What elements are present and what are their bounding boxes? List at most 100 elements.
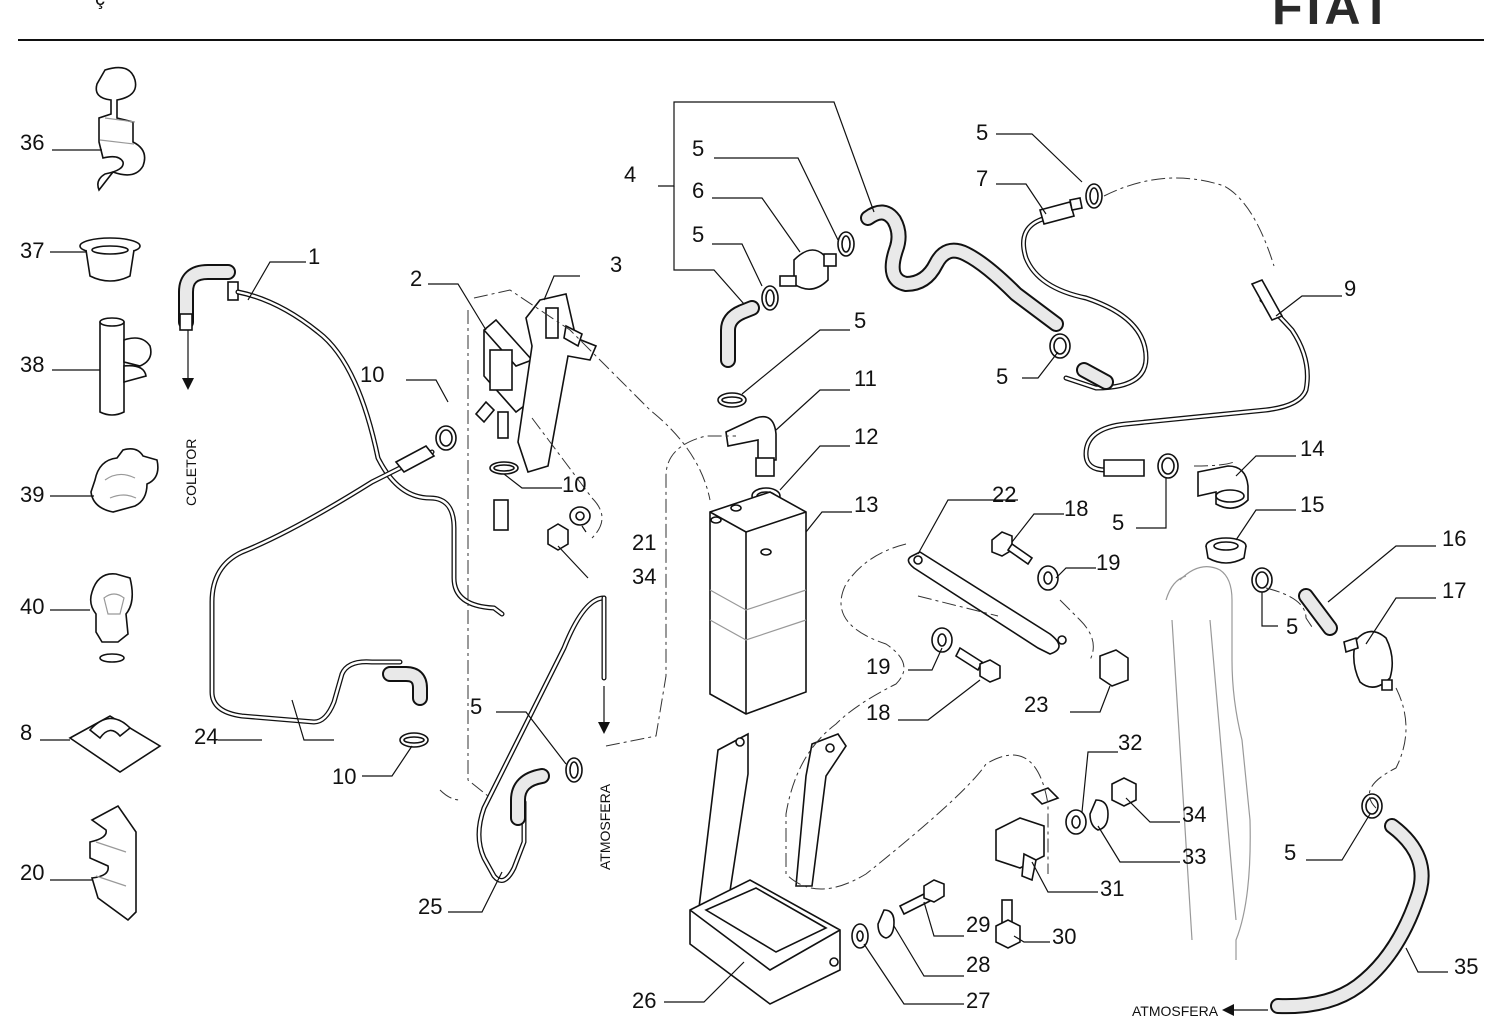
callout-38: 38 <box>20 352 44 377</box>
part-21-washer <box>569 506 591 526</box>
callout-6: 6 <box>692 178 704 203</box>
callout-10b: 10 <box>562 472 586 497</box>
callout-17: 17 <box>1442 578 1466 603</box>
callout-19a: 19 <box>1096 550 1120 575</box>
callout-24: 24 <box>194 724 218 749</box>
callout-21: 21 <box>632 530 656 555</box>
callout-37: 37 <box>20 238 44 263</box>
callout-8: 8 <box>20 720 32 745</box>
callout-28: 28 <box>966 952 990 977</box>
part-10-clamp-upper <box>435 425 457 451</box>
part-15-grommet <box>1205 537 1247 564</box>
coletor-arrow <box>182 330 194 390</box>
callout-3: 3 <box>610 252 622 277</box>
part-5-clamp-9 <box>1157 453 1179 479</box>
part-9-pipe <box>1083 278 1310 477</box>
part-5-clamp-hose <box>1049 333 1071 359</box>
atmosfera-arrow <box>598 686 610 734</box>
callout-32: 32 <box>1118 730 1142 755</box>
callout-18a: 18 <box>1064 496 1088 521</box>
callout-5a: 5 <box>692 136 704 161</box>
callout-10c: 10 <box>332 764 356 789</box>
callout-14: 14 <box>1300 436 1324 461</box>
part-39-clip <box>90 448 159 513</box>
part-10-clamp-lower <box>399 732 429 748</box>
part-34-nut-upper <box>547 523 569 551</box>
callout-29: 29 <box>966 912 990 937</box>
callout-25: 25 <box>418 894 442 919</box>
part-5-clamp-4a <box>761 285 779 311</box>
part-24-pipe <box>209 444 436 725</box>
part-5-clamp-center <box>565 757 583 783</box>
callout-20: 20 <box>20 860 44 885</box>
atmosfera-label-center: ATMOSFERA <box>597 783 613 870</box>
part-18-bolt-lower <box>954 646 1001 683</box>
part-40-clip <box>89 573 134 663</box>
callout-26: 26 <box>632 988 656 1013</box>
header-title: ç <box>95 0 105 11</box>
callout-1: 1 <box>308 244 320 269</box>
callout-23: 23 <box>1024 692 1048 717</box>
atmosfera-label-bottom: ATMOSFERA <box>1132 1003 1219 1019</box>
part-33-spring-washer <box>1089 799 1109 831</box>
part-11-elbow-fitting <box>725 415 777 477</box>
part-26-canister-carrier <box>689 732 847 1005</box>
part-36-clip <box>95 66 146 192</box>
callout-11: 11 <box>854 366 877 391</box>
fiat-logo: FIAT <box>1272 0 1396 35</box>
part-13-charcoal-canister <box>709 491 807 715</box>
part-29-bolt <box>898 879 945 916</box>
part-34-nut-lower <box>1111 777 1137 807</box>
callout-12: 12 <box>854 424 878 449</box>
part-7-hose <box>1021 197 1149 391</box>
part-6-check-valve <box>779 249 837 290</box>
header-divider <box>18 39 1484 41</box>
callout-5d: 5 <box>470 694 482 719</box>
part-18-bolt-upper <box>991 531 1034 566</box>
callout-33: 33 <box>1182 844 1206 869</box>
callout-40: 40 <box>20 594 44 619</box>
callout-7: 7 <box>976 166 988 191</box>
callout-leaders <box>40 101 1448 1005</box>
callout-5h: 5 <box>1286 614 1298 639</box>
part-37-grommet <box>79 237 141 282</box>
callout-18b: 18 <box>866 700 890 725</box>
part-17-filter <box>1343 630 1394 691</box>
part-30-stud <box>995 899 1021 949</box>
atmosfera-arrow-bottom <box>1222 1004 1268 1016</box>
callout-27: 27 <box>966 988 990 1013</box>
part-23-spacer <box>1099 649 1129 687</box>
page-header: ç FIAT <box>0 0 1500 44</box>
part-5-clamp-11 <box>717 392 747 408</box>
filler-neck-outline <box>1165 566 1251 960</box>
part-4-hose-assembly <box>720 204 1064 368</box>
callout-13: 13 <box>854 492 878 517</box>
part-14-vent-valve <box>1197 465 1249 509</box>
callout-9: 9 <box>1344 276 1356 301</box>
part-5-clamp-7 <box>1085 183 1103 209</box>
part-32-washer <box>1065 809 1087 835</box>
part-5-clamp-4b <box>837 231 855 257</box>
part-5-clamp-35 <box>1361 793 1383 819</box>
callout-34b: 34 <box>1182 802 1206 827</box>
part-22-support-bar <box>907 551 1067 655</box>
part-3-bracket <box>517 293 598 473</box>
part-27-washer <box>851 923 869 949</box>
callout-15: 15 <box>1300 492 1324 517</box>
callout-16: 16 <box>1442 526 1466 551</box>
part-19-washer-lower <box>931 627 953 653</box>
callout-4: 4 <box>624 162 636 187</box>
coletor-label: COLETOR <box>183 439 199 506</box>
part-16-hose <box>1298 588 1338 636</box>
callout-5e: 5 <box>976 120 988 145</box>
callout-2: 2 <box>410 266 422 291</box>
part-8-clip <box>68 715 162 773</box>
callout-36: 36 <box>20 130 44 155</box>
part-25-pipe <box>476 595 607 883</box>
callout-30: 30 <box>1052 924 1076 949</box>
callout-numbers: 36 37 38 39 40 8 20 1 2 3 4 5 6 5 5 11 1… <box>20 120 1478 1013</box>
part-35-hose <box>1270 818 1430 1015</box>
callout-22: 22 <box>992 482 1016 507</box>
callout-5f: 5 <box>996 364 1008 389</box>
